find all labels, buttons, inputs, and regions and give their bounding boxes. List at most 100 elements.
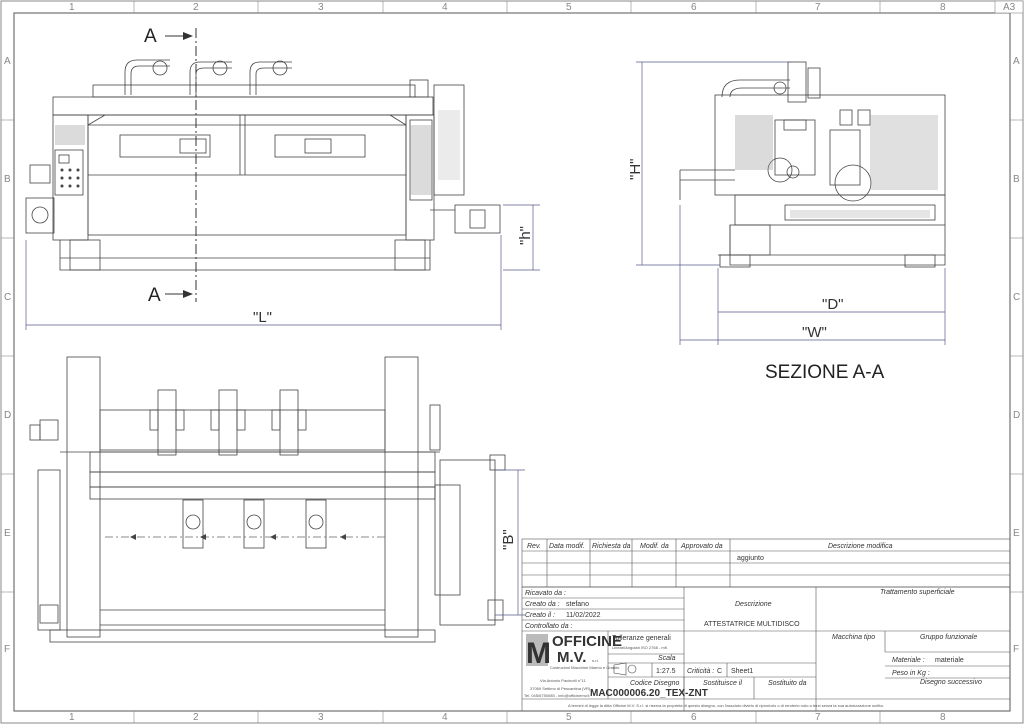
tb-tolleranze: Tolleranze generali <box>612 635 671 642</box>
control-panel-buttons <box>60 168 80 188</box>
zone-row-a: A <box>4 56 11 67</box>
zone-col-1-bottom: 1 <box>69 712 75 723</box>
dim-B-lines <box>495 469 525 616</box>
dim-h-label: "h" <box>517 226 534 245</box>
address-street: Via Antonio Pacinotti n°11 <box>540 678 586 683</box>
logo-tagline: Costruzioni Macchine Marmo e Granito <box>550 665 620 670</box>
section-mark-bottom: A <box>148 285 161 306</box>
logo-srl: s.r.l. <box>592 658 599 663</box>
zone-col-7: 7 <box>815 2 821 13</box>
inner-border <box>13 12 1011 712</box>
tb-sostituisce: Sostituisce il <box>703 680 742 687</box>
tb-criticita: C <box>717 668 722 675</box>
front-view <box>25 59 501 271</box>
rev-header-approved: Approvato da <box>680 543 723 550</box>
address-city: 37069 Settimo di Pescantina (VR) <box>530 686 591 691</box>
projection-symbol-icon <box>627 664 637 674</box>
tb-sostituito: Sostituito da <box>768 680 807 687</box>
zone-col-3: 3 <box>318 2 324 13</box>
tb-codice: MAC000006.20_TEX-ZNT <box>590 688 708 699</box>
front-perforation <box>55 110 460 195</box>
zone-col-8-bottom: 8 <box>940 712 946 723</box>
tb-tolleranze-note: Lineari/Angolari ISO 2768 - mK <box>612 645 668 650</box>
tb-scala: 1:27.5 <box>656 668 676 675</box>
tb-descrizione-label: Descrizione <box>735 601 772 608</box>
dim-side-lines <box>636 61 946 345</box>
tb-scala-label: Scala <box>658 655 676 662</box>
side-perforation <box>735 115 938 218</box>
section-title: SEZIONE A-A <box>765 362 885 383</box>
zone-row-d-right: D <box>1013 410 1020 421</box>
tb-creato-da: stefano <box>566 601 589 608</box>
tb-materiale: materiale <box>935 657 964 664</box>
tb-gruppo: Gruppo funzionale <box>920 634 977 641</box>
sheet-size: A3 <box>1003 2 1016 13</box>
tb-trattamento: Trattamento superficiale <box>880 589 955 596</box>
title-block-grid <box>521 586 1011 712</box>
zone-col-2-bottom: 2 <box>193 712 199 723</box>
zone-col-7-bottom: 7 <box>815 712 821 723</box>
side-view <box>679 61 946 268</box>
dim-L-lines <box>25 204 540 330</box>
rev-header-requested: Richiesta da <box>592 543 631 550</box>
logo-mark <box>526 634 548 666</box>
zone-row-e-right: E <box>1013 528 1020 539</box>
zone-row-f: F <box>4 644 10 655</box>
projection-cone-icon <box>613 662 627 676</box>
zone-col-5-bottom: 5 <box>566 712 572 723</box>
section-mark-top: A <box>144 26 157 47</box>
zone-col-6: 6 <box>691 2 697 13</box>
section-arrow-bottom <box>183 290 193 298</box>
rev-header-description: Descrizione modifica <box>828 543 893 550</box>
tb-disegno-successivo: Disegno successivo <box>920 679 982 686</box>
zone-row-e: E <box>4 528 11 539</box>
zone-col-3-bottom: 3 <box>318 712 324 723</box>
tb-materiale-label: Materiale : <box>892 657 925 664</box>
zone-col-4: 4 <box>442 2 448 13</box>
tb-criticita-label: Criticità : <box>687 668 714 675</box>
zone-row-f-right: F <box>1013 644 1019 655</box>
tb-creato-il-label: Creato il : <box>525 612 555 619</box>
zone-col-2: 2 <box>193 2 199 13</box>
tb-footer-note: A termini di legge la ditta Officine M.V… <box>568 703 884 708</box>
zone-row-d: D <box>4 410 11 421</box>
zone-row-a-right: A <box>1013 56 1020 67</box>
section-line <box>165 28 197 302</box>
tb-creato-il: 11/02/2022 <box>566 612 601 619</box>
plan-arrows <box>130 534 346 540</box>
rev-header-date: Data modif. <box>549 543 585 550</box>
dim-B-label: "B" <box>500 529 517 550</box>
tb-peso: Peso in Kg : <box>892 670 930 677</box>
logo-m: M <box>526 637 551 670</box>
tb-sheet: Sheet1 <box>731 668 753 675</box>
dim-D-label: "D" <box>822 296 843 313</box>
rev-header-rev: Rev. <box>527 543 541 550</box>
zone-col-5: 5 <box>566 2 572 13</box>
section-arrow-top <box>183 32 193 40</box>
zone-col-4-bottom: 4 <box>442 712 448 723</box>
zone-row-c-right: C <box>1013 292 1020 303</box>
logo-mv: M.V. <box>557 649 586 666</box>
plan-view <box>29 356 506 643</box>
tb-descrizione: ATTESTATRICE MULTIDISCO <box>704 621 800 628</box>
zone-row-c: C <box>4 292 11 303</box>
tb-macchina-tipo: Macchina tipo <box>832 634 875 641</box>
zone-col-1: 1 <box>69 2 75 13</box>
rev-row-description: aggiunto <box>737 555 764 562</box>
dim-H-label: "H" <box>627 159 644 180</box>
zone-row-b-right: B <box>1013 174 1020 185</box>
address-contact: Tel. 045/6750085 - info@officinemv.it <box>524 693 590 698</box>
tb-controllato-da: Controllato da : <box>525 623 573 630</box>
tb-codice-label: Codice Disegno <box>630 680 680 687</box>
rev-header-modified: Modif. da <box>640 543 669 550</box>
zone-row-b: B <box>4 174 11 185</box>
logo-officine: OFFICINE <box>552 633 622 650</box>
tb-ricavato-da: Ricavato da : <box>525 590 566 597</box>
dim-L-label: "L" <box>253 309 272 326</box>
zone-col-8: 8 <box>940 2 946 13</box>
dim-W-label: "W" <box>802 324 827 341</box>
tb-creato-da-label: Creato da : <box>525 601 560 608</box>
